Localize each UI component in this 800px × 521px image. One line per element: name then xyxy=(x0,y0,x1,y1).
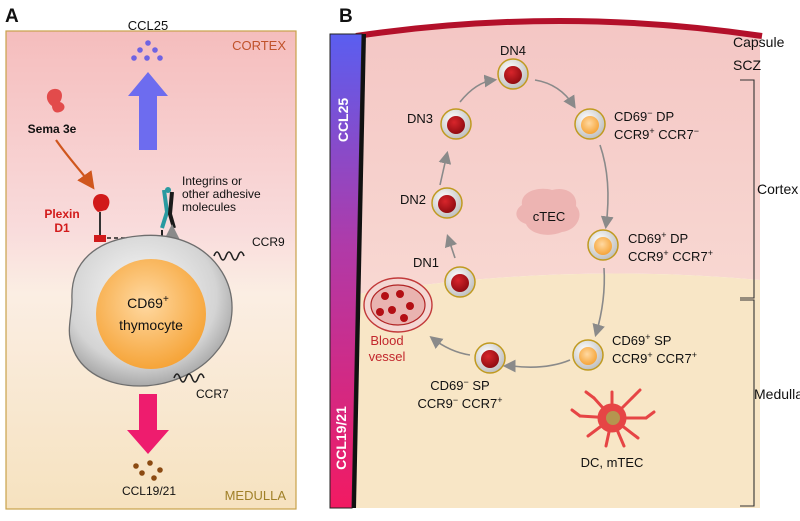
thymocyte-line2: thymocyte xyxy=(119,317,183,333)
dn2-label: DN2 xyxy=(400,192,426,207)
ccl1921-dots xyxy=(133,460,163,481)
dp2-line1: CD69+ DP xyxy=(628,230,688,246)
panel-a-ccl25-label: CCL25 xyxy=(128,18,168,33)
sp1-line1: CD69+ SP xyxy=(612,332,671,348)
ccr7-label: CCR7 xyxy=(196,387,229,401)
thymocyte-nucleus xyxy=(96,259,206,369)
dn4-label: DN4 xyxy=(500,43,526,58)
capsule-label: Capsule xyxy=(733,34,785,50)
ccr9-label: CCR9 xyxy=(252,235,285,249)
ccl1921-down-arrow xyxy=(127,394,169,454)
capsule-line xyxy=(355,18,763,39)
cell-dp-cd69pos xyxy=(587,229,619,261)
cell-dn4 xyxy=(497,58,529,90)
medulla-bracket xyxy=(740,299,755,507)
ccr7-receptor xyxy=(173,373,205,383)
panel-a-letter: A xyxy=(5,6,19,27)
blood-vessel-label-1: Blood xyxy=(370,333,403,348)
sp2-line1: CD69− SP xyxy=(430,377,489,393)
integrins-text-2: other adhesive xyxy=(182,187,261,201)
cell-dn2 xyxy=(431,187,463,219)
ccr9-receptor xyxy=(213,251,245,261)
panel-a-cortex-label: CORTEX xyxy=(232,38,286,53)
cell-dn3 xyxy=(440,108,472,140)
dc-mtec-cell xyxy=(570,388,656,448)
integrin-molecules xyxy=(160,187,176,229)
sema3e-label: Sema 3e xyxy=(28,122,77,136)
maturation-arrows xyxy=(429,74,614,368)
cell-dn1 xyxy=(444,266,476,298)
bar-edge xyxy=(352,34,366,508)
sema3e-molecule xyxy=(46,88,65,113)
sema3e-arrow xyxy=(55,139,95,190)
panel-b-letter: B xyxy=(339,6,353,27)
panel-b-medulla-region xyxy=(330,273,760,508)
plexin-d1-receptor xyxy=(92,194,110,242)
cell-dp-cd69neg xyxy=(574,108,606,140)
sp2-line2: CCR9− CCR7+ xyxy=(418,395,503,411)
ccl1921-bar-label: CCL19/21 xyxy=(333,406,349,470)
cell-sp-cd69pos xyxy=(572,339,604,371)
dc-mtec-label: DC, mTEC xyxy=(581,455,644,470)
dp1-line2: CCR9+ CCR7− xyxy=(614,126,699,142)
integrins-text-3: molecules xyxy=(182,200,236,214)
integrins-text-1: Integrins or xyxy=(182,174,242,188)
panel-b-cortex-region xyxy=(358,19,760,294)
blood-vessel xyxy=(363,277,433,333)
ccl25-bar-label: CCL25 xyxy=(335,98,351,143)
dn3-label: DN3 xyxy=(407,111,433,126)
ctec-cell xyxy=(516,188,580,235)
ccl25-up-arrow xyxy=(128,72,168,150)
ctec-label: cTEC xyxy=(533,209,566,224)
dp1-line1: CD69− DP xyxy=(614,108,674,124)
plexin-label-2: D1 xyxy=(54,221,70,235)
medulla-label: Medulla xyxy=(754,386,800,402)
panel-a-medulla-label: MEDULLA xyxy=(225,488,287,503)
cell-sp-cd69neg xyxy=(474,342,506,374)
dn1-label: DN1 xyxy=(413,255,439,270)
cortex-label: Cortex xyxy=(757,181,798,197)
scz-label: SCZ xyxy=(733,57,761,73)
sp1-line2: CCR9+ CCR7+ xyxy=(612,350,697,366)
thymocyte-line1: CD69+ xyxy=(127,294,169,311)
plexin-label-1: Plexin xyxy=(44,207,79,221)
blood-vessel-label-2: vessel xyxy=(369,349,406,364)
ccl25-dots xyxy=(131,40,163,61)
dp2-line2: CCR9+ CCR7+ xyxy=(628,248,713,264)
cortex-bracket xyxy=(740,79,755,299)
panel-a-ccl1921-label: CCL19/21 xyxy=(122,484,176,498)
